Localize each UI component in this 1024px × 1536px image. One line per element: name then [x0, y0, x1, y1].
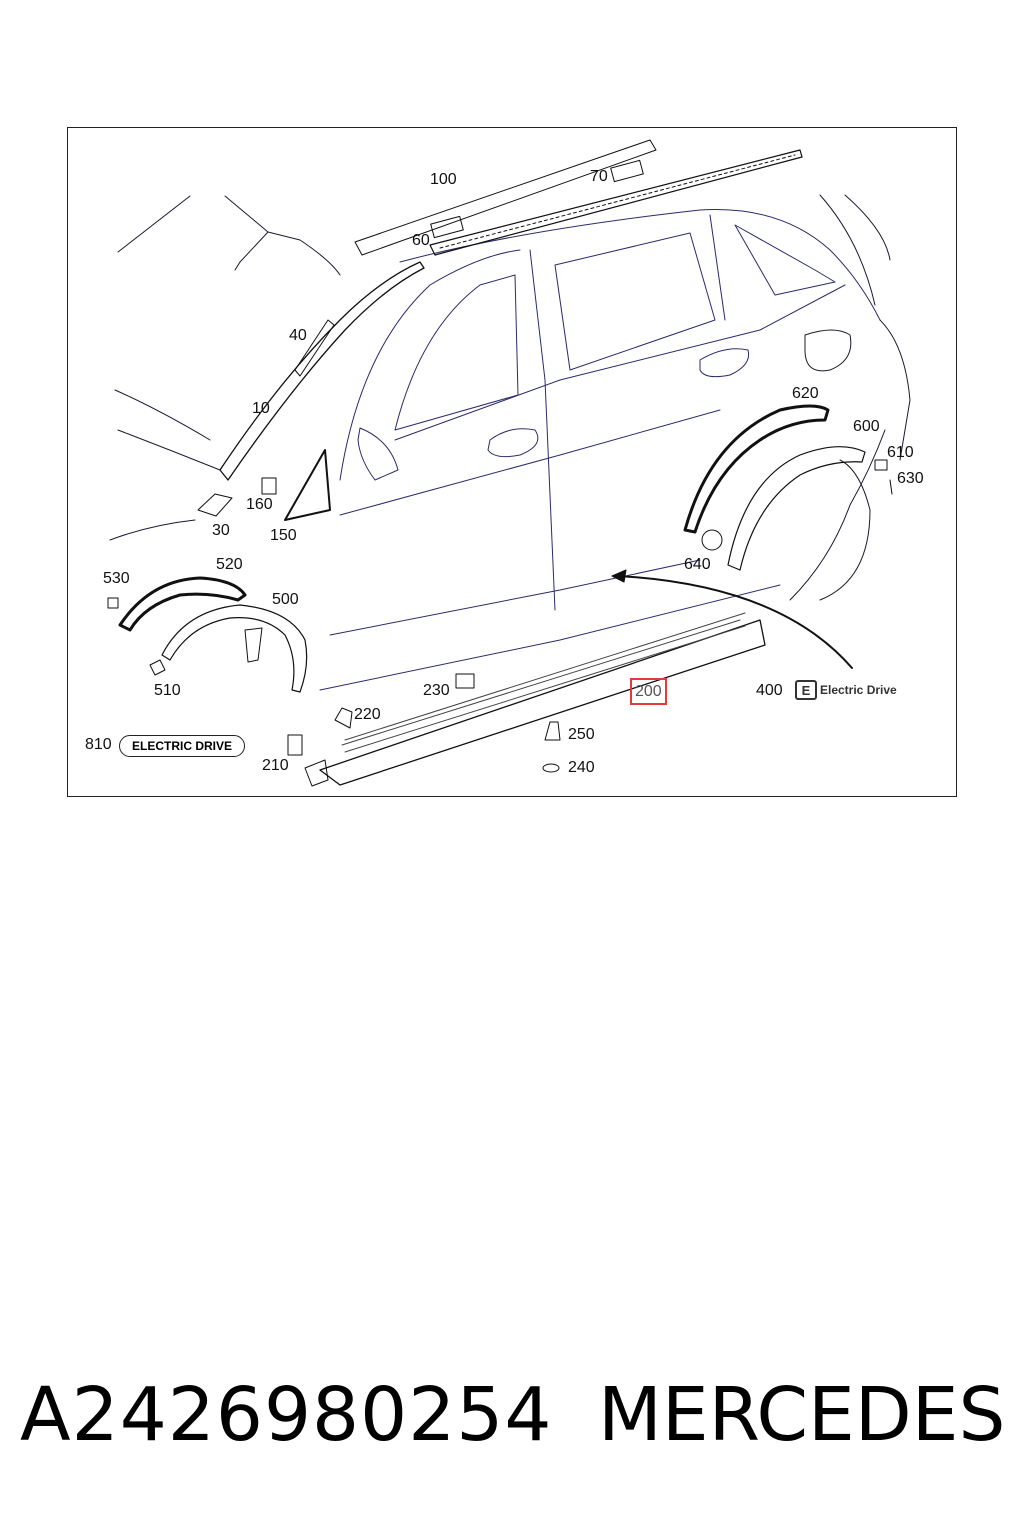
roof-arc [267, 231, 341, 276]
triangle-trim-150 [284, 449, 331, 521]
rear-door-handle [699, 348, 750, 378]
rear-bumper [879, 319, 911, 461]
part-530 [107, 597, 119, 609]
callout-530[interactable]: 530 [103, 570, 130, 587]
rear-body-line-2 [844, 194, 891, 261]
part-220 [334, 707, 353, 729]
roof-rail-inner [439, 154, 796, 249]
b-pillar [529, 249, 556, 611]
callout-810[interactable]: 810 [85, 736, 112, 753]
beltline [394, 284, 846, 441]
callout-620[interactable]: 620 [792, 385, 819, 402]
clip-strip-40 [294, 319, 335, 377]
body-roofline [399, 209, 881, 321]
brand-name: MERCEDES [598, 1372, 1006, 1458]
rear-body-line [819, 194, 876, 306]
callout-240[interactable]: 240 [568, 759, 595, 776]
windshield-line [117, 195, 191, 253]
electric-drive-badge-text: Electric Drive [820, 683, 897, 697]
callout-510[interactable]: 510 [154, 682, 181, 699]
windshield-frame [224, 195, 269, 271]
front-window [394, 274, 519, 431]
sill-end-210 [304, 759, 329, 787]
callout-200-highlighted[interactable]: 200 [630, 678, 667, 705]
electric-drive-badge-400: E Electric Drive [795, 680, 897, 700]
callout-230[interactable]: 230 [423, 682, 450, 699]
side-sill-200 [319, 619, 766, 786]
clip-70 [610, 159, 644, 183]
part-30 [197, 493, 233, 517]
sill-stripe-c [344, 612, 746, 741]
front-arch-500 [161, 604, 308, 693]
callout-100[interactable]: 100 [430, 171, 457, 188]
part-240 [542, 763, 560, 773]
arrow-head [611, 569, 627, 583]
part-210 [287, 734, 303, 756]
lower-body-line [329, 559, 701, 636]
callout-400[interactable]: 400 [756, 682, 783, 699]
diagram-frame [67, 127, 957, 797]
front-arch-520 [118, 576, 247, 632]
part-640 [701, 529, 723, 551]
callout-30[interactable]: 30 [212, 522, 230, 539]
roof-rail-70 [429, 149, 803, 256]
bracket-500 [244, 627, 263, 663]
callout-640[interactable]: 640 [684, 556, 711, 573]
rear-wheel-arch-body [789, 429, 886, 601]
electric-drive-badge-810: ELECTRIC DRIVE [119, 735, 246, 757]
footer: A2426980254 MERCEDES [0, 1378, 1024, 1478]
part-230 [455, 673, 475, 689]
clip-60 [430, 215, 464, 239]
rocker-line [319, 584, 781, 691]
hood-curve-2 [117, 429, 221, 471]
callout-60[interactable]: 60 [412, 232, 430, 249]
rear-arch-620 [683, 404, 830, 534]
callout-150[interactable]: 150 [270, 527, 297, 544]
part-number: A2426980254 [20, 1372, 553, 1458]
c-pillar [709, 214, 726, 321]
direction-arrow [617, 575, 853, 669]
front-door-handle [487, 428, 539, 458]
rear-quarter-window [734, 224, 836, 296]
a-pillar-trim-10 [219, 261, 425, 481]
callout-160[interactable]: 160 [246, 496, 273, 513]
a-pillar [339, 249, 521, 481]
callout-520[interactable]: 520 [216, 556, 243, 573]
rear-arch-600 [727, 446, 866, 571]
callout-610[interactable]: 610 [887, 444, 914, 461]
ed-logo-icon: E [795, 680, 817, 700]
callout-630[interactable]: 630 [897, 470, 924, 487]
taillight [804, 329, 852, 372]
callout-220[interactable]: 220 [354, 706, 381, 723]
callout-600[interactable]: 600 [853, 418, 880, 435]
rear-window [554, 232, 716, 371]
part-510 [149, 659, 166, 676]
door-crease [339, 409, 721, 516]
callout-10[interactable]: 10 [252, 400, 270, 417]
sill-stripe-b [344, 625, 746, 753]
part-160 [261, 477, 277, 495]
part-250 [544, 721, 561, 741]
part-630 [889, 479, 893, 495]
fender-line [109, 519, 196, 541]
sill-stripe-a [341, 619, 741, 746]
callout-40[interactable]: 40 [289, 327, 307, 344]
roof-trim-100 [354, 139, 657, 256]
callout-250[interactable]: 250 [568, 726, 595, 743]
callout-500[interactable]: 500 [272, 591, 299, 608]
hood-curve [114, 389, 211, 441]
part-610 [874, 459, 888, 471]
rear-wheel [819, 459, 871, 601]
callout-210[interactable]: 210 [262, 757, 289, 774]
callout-70[interactable]: 70 [590, 168, 608, 185]
mirror [357, 427, 399, 481]
